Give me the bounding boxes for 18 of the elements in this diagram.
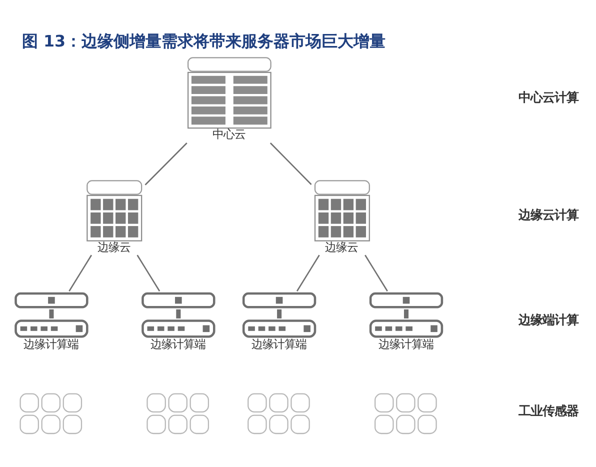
label: 工业传感器 (518, 402, 578, 418)
connector (296, 254, 320, 291)
node-label: 边缘计算端 (24, 336, 79, 350)
connector (270, 142, 312, 184)
node-label: 边缘计算端 (378, 336, 434, 350)
node-label: 中心云 (212, 126, 246, 141)
connector (136, 254, 160, 291)
node-label: 边缘计算端 (150, 336, 206, 350)
diagram-title: 图 13：边缘侧增量需求将带来服务器市场巨大增量 (22, 31, 386, 50)
label: 边缘端计算 (518, 311, 578, 326)
node-label: 边缘计算端 (252, 336, 307, 350)
connector (364, 254, 388, 291)
node-label: 边缘云 (325, 240, 358, 254)
node-label: 边缘云 (97, 240, 130, 254)
connector (68, 254, 92, 291)
label: 边缘云计算 (518, 206, 578, 222)
label: 中心云计算 (518, 89, 578, 104)
connector (144, 142, 188, 185)
